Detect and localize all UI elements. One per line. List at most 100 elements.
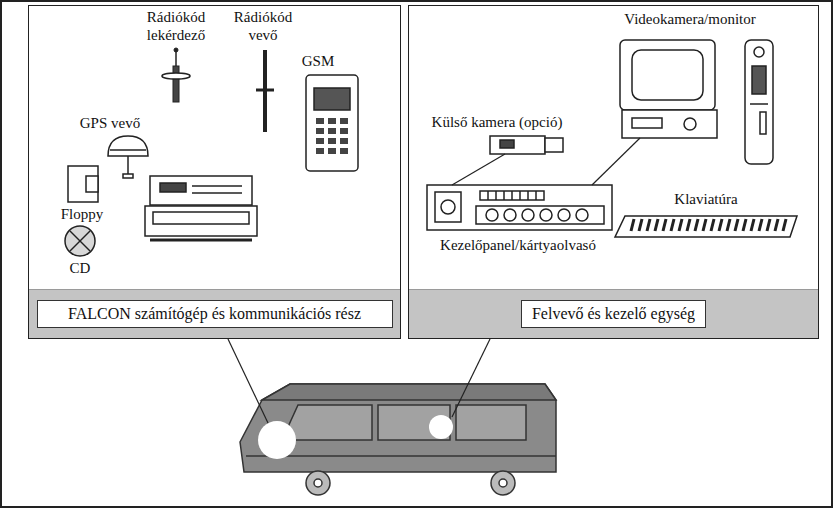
control-panel	[427, 185, 612, 230]
cd-drive	[70, 231, 90, 251]
radio-query-antenna	[162, 73, 190, 79]
gsm-phone	[340, 118, 348, 124]
panel-title: FALCON számítógép és kommunikációs rész	[37, 300, 393, 327]
radio-query-antenna	[173, 66, 179, 102]
falcon-computer	[160, 183, 186, 192]
car	[429, 415, 453, 439]
car	[491, 471, 515, 495]
video-camera	[760, 112, 766, 134]
gsm-phone	[328, 128, 336, 134]
control-panel	[427, 185, 612, 230]
car	[306, 471, 330, 495]
car	[258, 421, 296, 459]
gsm-phone	[328, 148, 336, 154]
falcon-computer	[150, 176, 252, 205]
falcon-computer	[192, 185, 242, 187]
external-camera	[500, 140, 514, 148]
video-camera	[745, 40, 773, 164]
external-camera	[545, 138, 563, 152]
falcon-computer	[153, 212, 249, 224]
radio-query-antenna	[174, 48, 178, 52]
control-panel	[441, 200, 455, 214]
video-camera	[750, 103, 768, 105]
video-monitor	[632, 118, 662, 128]
device-label: GPS vevő	[80, 114, 140, 132]
device-label: CD	[70, 259, 91, 277]
floppy-drive	[86, 176, 98, 192]
control-panel	[435, 192, 461, 222]
cd-drive	[70, 231, 90, 251]
video-camera	[752, 66, 766, 94]
radio-receiver-antenna	[256, 50, 274, 132]
gps-antenna	[110, 149, 146, 151]
gsm-phone	[328, 138, 336, 144]
car	[240, 384, 556, 472]
gsm-phone	[316, 118, 324, 124]
panel-box: FALCON számítógép és kommunikációs rész	[28, 5, 401, 339]
control-panel	[558, 209, 570, 221]
gsm-phone	[306, 75, 358, 171]
video-monitor	[622, 110, 717, 138]
device-wire	[452, 138, 640, 185]
car	[246, 455, 556, 457]
car	[240, 384, 556, 495]
gsm-phone	[316, 128, 324, 134]
panel-band: FALCON számítógép és kommunikációs rész	[29, 289, 400, 338]
leader-line	[228, 339, 490, 423]
control-panel	[480, 191, 544, 200]
gsm-phone	[316, 118, 348, 154]
gsm-phone	[306, 75, 358, 171]
control-panel	[476, 206, 604, 224]
car	[282, 405, 372, 440]
external-camera	[490, 136, 563, 154]
external-camera	[490, 136, 545, 154]
car	[456, 405, 526, 440]
gsm-phone	[328, 118, 336, 124]
device-label: Kezelőpanel/kártyaolvasó	[440, 236, 596, 254]
control-panel	[486, 209, 498, 221]
keyboard	[631, 219, 786, 231]
device-label: Klaviatúra	[674, 190, 737, 208]
device-label: Rádiókód lekérdező	[134, 8, 218, 44]
device-label: GSM	[302, 52, 335, 70]
car	[262, 384, 556, 400]
falcon-computer	[145, 176, 257, 240]
gps-antenna	[108, 136, 148, 156]
radio-query-antenna	[162, 48, 190, 102]
device-wire	[452, 154, 505, 185]
gps-antenna	[108, 136, 148, 178]
keyboard	[615, 216, 797, 237]
control-panel	[522, 209, 534, 221]
falcon-computer	[192, 192, 242, 194]
falcon-computer	[145, 206, 257, 236]
video-monitor	[684, 118, 696, 130]
gsm-phone	[316, 138, 324, 144]
falcon-computer	[150, 239, 252, 242]
car	[314, 479, 322, 487]
keyboard	[615, 216, 797, 237]
car	[499, 479, 507, 487]
panel-box: Felvevő és kezelő egység	[408, 5, 819, 339]
device-label: Rádiókód vevő	[225, 8, 301, 44]
device-wire	[592, 138, 640, 185]
cd-drive	[65, 226, 95, 256]
control-panel	[540, 209, 552, 221]
gsm-phone	[340, 128, 348, 134]
video-monitor	[620, 40, 717, 138]
control-panel	[576, 209, 588, 221]
device-label: Videokamera/monitor	[624, 10, 756, 28]
gsm-phone	[314, 88, 350, 110]
control-panel	[488, 191, 536, 200]
video-camera	[745, 40, 773, 164]
control-panel	[504, 209, 516, 221]
gsm-phone	[316, 148, 324, 154]
radio-receiver-antenna	[256, 89, 274, 92]
leader-line	[452, 339, 490, 417]
leader-line	[228, 339, 268, 423]
device-label: Külső kamera (opció)	[432, 113, 563, 131]
gps-antenna	[127, 156, 129, 174]
gsm-phone	[340, 138, 348, 144]
